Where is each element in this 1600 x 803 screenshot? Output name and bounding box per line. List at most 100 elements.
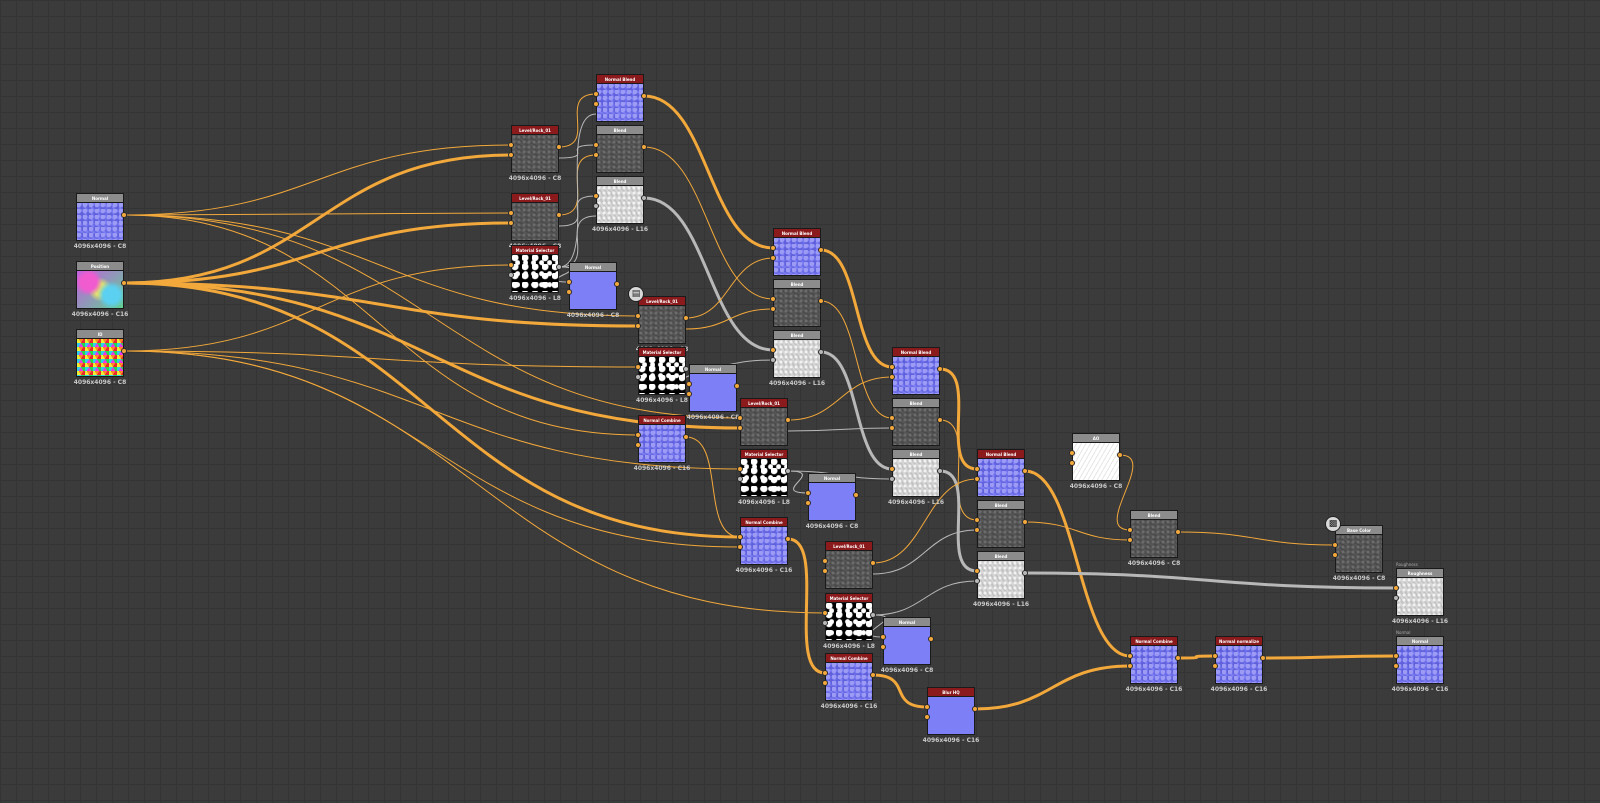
- node-port[interactable]: [593, 142, 599, 148]
- node-port[interactable]: [641, 144, 647, 150]
- node-port[interactable]: [889, 466, 895, 472]
- node-port[interactable]: [1175, 655, 1181, 661]
- node-port[interactable]: [805, 490, 811, 496]
- node-port[interactable]: [1022, 570, 1028, 576]
- node-port[interactable]: [818, 349, 824, 355]
- node-port[interactable]: [924, 704, 930, 710]
- node-port[interactable]: [1127, 663, 1133, 669]
- node-port[interactable]: [853, 492, 859, 498]
- node-port[interactable]: [508, 210, 514, 216]
- node-port[interactable]: [870, 612, 876, 618]
- node-port[interactable]: [785, 536, 791, 542]
- node-port[interactable]: [1332, 552, 1338, 558]
- node-port[interactable]: [937, 366, 943, 372]
- node-port[interactable]: [822, 568, 828, 574]
- node-b7[interactable]: Blend: [977, 500, 1025, 548]
- node-port[interactable]: [737, 425, 743, 431]
- node-port[interactable]: [1393, 653, 1399, 659]
- node-port[interactable]: [121, 348, 127, 354]
- node-port[interactable]: [1069, 460, 1075, 466]
- node-b5[interactable]: Blend: [892, 398, 940, 446]
- node-port[interactable]: [121, 280, 127, 286]
- node-port[interactable]: [508, 152, 514, 158]
- node-port[interactable]: [737, 415, 743, 421]
- node-port[interactable]: [770, 245, 776, 251]
- node-port[interactable]: [974, 578, 980, 584]
- node-port[interactable]: [641, 93, 647, 99]
- node-port[interactable]: [889, 374, 895, 380]
- checker-icon[interactable]: ▩: [1325, 516, 1341, 532]
- node-lvl4[interactable]: Level/Rock_01: [740, 398, 788, 446]
- node-port[interactable]: [737, 534, 743, 540]
- node-port[interactable]: [770, 306, 776, 312]
- node-port[interactable]: [770, 255, 776, 261]
- node-port[interactable]: [635, 313, 641, 319]
- node-port[interactable]: [822, 680, 828, 686]
- node-port[interactable]: [870, 560, 876, 566]
- node-port[interactable]: [593, 203, 599, 209]
- node-port[interactable]: [785, 417, 791, 423]
- node-port[interactable]: [1212, 663, 1218, 669]
- node-port[interactable]: [1127, 653, 1133, 659]
- node-port[interactable]: [635, 442, 641, 448]
- node-port[interactable]: [566, 279, 572, 285]
- node-port[interactable]: [686, 391, 692, 397]
- node-nb1[interactable]: Normal Blend: [596, 74, 644, 122]
- node-b3[interactable]: Blend: [773, 279, 821, 327]
- node-port[interactable]: [974, 517, 980, 523]
- node-port[interactable]: [880, 644, 886, 650]
- node-port[interactable]: [683, 315, 689, 321]
- node-port[interactable]: [818, 247, 824, 253]
- node-port[interactable]: [822, 558, 828, 564]
- node-port[interactable]: [1069, 450, 1075, 456]
- node-port[interactable]: [593, 91, 599, 97]
- node-port[interactable]: [683, 434, 689, 440]
- node-port[interactable]: [880, 634, 886, 640]
- node-port[interactable]: [593, 101, 599, 107]
- node-port[interactable]: [1175, 529, 1181, 535]
- node-port[interactable]: [937, 468, 943, 474]
- node-port[interactable]: [805, 500, 811, 506]
- node-port[interactable]: [770, 357, 776, 363]
- node-port[interactable]: [686, 381, 692, 387]
- node-port[interactable]: [737, 476, 743, 482]
- node-port[interactable]: [737, 466, 743, 472]
- node-port[interactable]: [1393, 585, 1399, 591]
- node-port[interactable]: [614, 281, 620, 287]
- node-port[interactable]: [683, 366, 689, 372]
- node-port[interactable]: [508, 262, 514, 268]
- node-port[interactable]: [937, 417, 943, 423]
- node-port[interactable]: [818, 298, 824, 304]
- node-port[interactable]: [889, 476, 895, 482]
- node-port[interactable]: [734, 383, 740, 389]
- node-port[interactable]: [508, 220, 514, 226]
- node-port[interactable]: [974, 527, 980, 533]
- node-port[interactable]: [1393, 663, 1399, 669]
- node-nb2[interactable]: Normal Blend: [773, 228, 821, 276]
- node-port[interactable]: [770, 347, 776, 353]
- node-port[interactable]: [822, 610, 828, 616]
- node-port[interactable]: [770, 296, 776, 302]
- node-nb3[interactable]: Normal Blend: [892, 347, 940, 395]
